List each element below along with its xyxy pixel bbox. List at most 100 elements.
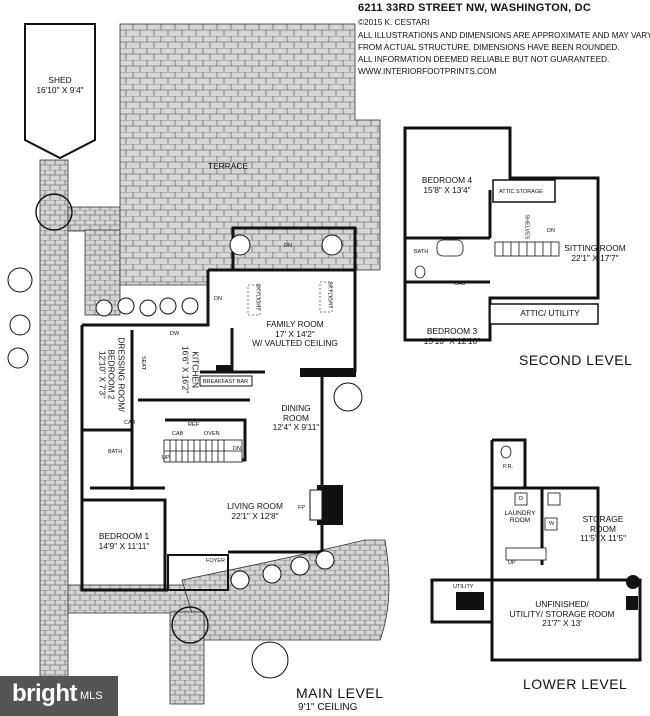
up-label-lower: UP [508,560,516,566]
attic-storage-label: ATTIC STORAGE [499,189,543,195]
room-name-2: ROOM [282,412,310,423]
shelves-label: SHELVES [523,214,530,240]
unfinished-room-label: UNFINISHED/ UTILITY/ STORAGE ROOM 21'7" … [503,599,621,629]
bedroom-4-label: BEDROOM 4 15'8" X 13'4" [412,175,482,195]
ref-label: REF [188,422,199,428]
room-dims: 16'10" X 9'4" [36,84,84,95]
room-name-2: UTILITY/ STORAGE ROOM [509,608,615,619]
bright-logo-text: bright [12,680,77,707]
room-dims: 17' X 14'2" [275,328,315,339]
main-stairs [163,439,243,463]
stone-paths [35,159,390,705]
room-name: BEDROOM 3 [426,326,478,336]
bath-label-main: BATH [108,449,123,455]
room-name: LIVING ROOM [227,501,283,511]
lower-dark-blocks [456,575,640,610]
bath-label-second: BATH [414,249,429,255]
second-stairs [494,241,560,257]
main-level-title: MAIN LEVEL [296,685,384,701]
dryer-label: D [519,496,523,502]
terrace [119,23,381,286]
family-room-label: FAMILY ROOM 17' X 14'2" W/ VAULTED CEILI… [245,319,345,349]
room-name-2: BEDROOM 2 [106,349,117,400]
copyright-line: ©2015 K. CESTARI [358,18,430,27]
shed [24,23,96,160]
bright-mls-badge: bright MLS [0,676,118,716]
shed-label: SHED 16'10" X 9'4" [30,75,90,95]
address-title: 6211 33RD STREET NW, WASHINGTON, DC [358,2,591,14]
room-name: SHED [48,75,72,85]
skylight-label-2: SKYLIGHT [326,281,333,309]
room-name: DINING [281,403,311,413]
oven-label: OVEN [204,431,220,437]
bedroom-1-label: BEDROOM 1 14'9" X 11'11" [86,531,162,551]
laundry-room-label: LAUNDRY ROOM [498,510,542,525]
room-dims: 22'1" X 12'8" [231,510,279,521]
dn-label-side: DN [214,296,222,302]
trees [7,234,363,679]
room-name-2: ROOM [509,517,531,525]
second-bath-fixtures [414,239,464,279]
attic-utility-label: ATTIC/ UTILITY [510,308,590,319]
room-dims: 15'8" X 13'4" [423,184,471,195]
lower-fixtures [500,445,561,561]
main-level-ceiling: 9'1" CEILING [298,702,358,713]
room-dims: 12'4" X 9'11" [272,422,320,433]
second-level-title: SECOND LEVEL [519,352,633,368]
dn-label-family: DN [284,243,292,249]
room-name: STORAGE [582,514,624,524]
seat-label: SEAT [139,356,146,370]
room-name: SITTING ROOM [564,243,626,253]
lower-level-title: LOWER LEVEL [523,676,628,692]
room-name: BEDROOM 4 [421,175,473,185]
sitting-room-label: SITTING ROOM 22'1" X 17'7" [556,243,634,263]
room-dims: 14'9" X 11'11" [98,540,150,551]
room-name: TERRACE [207,161,249,171]
room-name-2: ROOM [589,523,617,534]
storage-room-label: STORAGE ROOM 11'5" X 11'5" [568,514,638,544]
terrace-label: TERRACE [198,161,258,172]
second-level-walls [403,126,600,342]
breakfast-bar [199,375,253,387]
dressing-room-label: DRESSING ROOM/ BEDROOM 2 12'10" X 7'3" [97,327,126,421]
room-dims: 22'1" X 17'7" [571,252,619,263]
breakfast-bar-label: BREAKFAST BAR [203,379,249,385]
kitchen-label: KITCHEN 16'6" X 16'2" [180,330,201,410]
disclaimer-line-1: ALL ILLUSTRATIONS AND DIMENSIONS ARE APP… [358,31,650,40]
attic-utility-band [489,303,599,325]
room-dims: 21'7" X 13' [542,618,582,629]
room-name: FAMILY ROOM [266,319,324,329]
room-dims: 11'5" X 11'5" [579,533,627,544]
room-name: ATTIC/ UTILITY [520,308,580,318]
room-name: KITCHEN [190,351,201,389]
skylight-label-1: SKYLIGHT [254,283,261,311]
room-name: DRESSING ROOM/ [116,337,127,412]
bedroom-3-label: BEDROOM 3 15'10" X 12'10" [412,326,492,346]
room-note: W/ VAULTED CEILING [252,338,338,349]
dn-label-second: DN [547,228,555,234]
room-dims: 12'10" X 7'3" [97,350,108,399]
fireplace [309,489,323,521]
dw-label: DW [170,331,180,337]
room-name: LAUNDRY [504,510,536,517]
disclaimer-line-2: FROM ACTUAL STRUCTURE. DIMENSIONS HAVE B… [358,43,620,52]
washer-label: W [549,521,555,527]
fp-label: FP [298,505,306,511]
dining-room-label: DINING ROOM 12'4" X 9'11" [256,403,336,433]
cab-label-second: CAB [454,281,466,287]
living-room-label: LIVING ROOM 22'1" X 12'8" [210,501,300,521]
skylights [247,281,333,316]
room-name: BEDROOM 1 [98,531,150,541]
website-line: WWW.INTERIORFOOTPRINTS.COM [358,67,497,76]
room-dims: 15'10" X 12'10" [423,335,481,346]
mls-text: MLS [80,690,103,702]
dn-label-stairs: DN [233,446,241,452]
cab-label-kitchen: CAB [172,431,184,437]
room-dims: 16'6" X 16'2" [181,345,191,394]
utility-label: UTILITY [453,584,474,590]
lower-level-walls [430,438,642,662]
cab-label-main: CAB [124,420,136,426]
up-label-main: UP [162,455,170,461]
powder-room-label: P.R. [503,464,513,470]
